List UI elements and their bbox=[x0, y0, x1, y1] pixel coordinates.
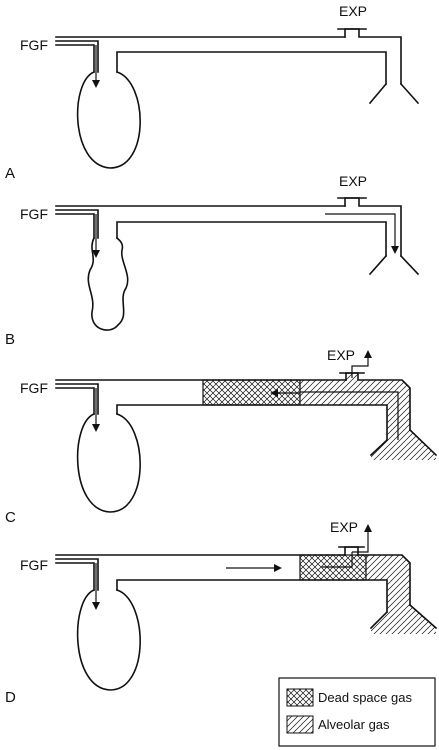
exhaust-arrow bbox=[322, 526, 368, 568]
fgf-label: FGF bbox=[20, 37, 48, 53]
mask bbox=[369, 428, 438, 457]
mask bbox=[368, 254, 420, 276]
flow-arrow bbox=[325, 213, 399, 254]
fgf-line-inner bbox=[55, 44, 95, 73]
panel-letter-d: D bbox=[5, 689, 16, 706]
mask bbox=[368, 82, 420, 105]
tube-bottom-wall bbox=[116, 404, 388, 441]
fgf-line-inner bbox=[55, 213, 95, 239]
fgf-line-inner bbox=[55, 562, 95, 591]
legend-box bbox=[278, 677, 436, 747]
panel-letter-b: B bbox=[5, 331, 15, 348]
fgf-line bbox=[55, 558, 99, 591]
reservoir-bag bbox=[76, 70, 141, 169]
inner-flow-line bbox=[300, 391, 399, 440]
mask bbox=[369, 603, 438, 630]
fgf-label: FGF bbox=[20, 380, 48, 396]
fgf-line bbox=[55, 383, 99, 415]
fgf-line-inner bbox=[55, 387, 95, 415]
panel-d: FGF EXP D bbox=[5, 519, 438, 706]
dead-space-swatch bbox=[286, 688, 314, 707]
fgf-line bbox=[55, 209, 99, 239]
fgf-line bbox=[55, 40, 99, 73]
exp-label: EXP bbox=[330, 519, 358, 535]
alveolar-gas-region bbox=[366, 555, 436, 634]
tube-bottom-wall bbox=[116, 51, 387, 85]
reservoir-bag bbox=[76, 588, 141, 691]
tube-bottom-wall bbox=[116, 221, 387, 257]
alveolar-swatch bbox=[286, 715, 314, 734]
legend: Dead space gas Alveolar gas bbox=[278, 677, 436, 747]
reservoir-bag bbox=[76, 412, 141, 513]
reservoir-bag-collapsed bbox=[87, 236, 129, 331]
alveolar-gas-region bbox=[300, 373, 436, 460]
exp-valve bbox=[344, 197, 402, 257]
fgf-label: FGF bbox=[20, 206, 48, 222]
legend-alveolar-label: Alveolar gas bbox=[318, 717, 390, 732]
panel-letter-a: A bbox=[5, 165, 15, 182]
panel-b: FGF EXP B bbox=[5, 173, 420, 348]
legend-dead-space-label: Dead space gas bbox=[318, 690, 412, 705]
fgf-label: FGF bbox=[20, 557, 48, 573]
tube-bottom-wall bbox=[116, 579, 388, 613]
panel-a: FGF EXP A bbox=[5, 3, 420, 182]
exp-label: EXP bbox=[327, 347, 355, 363]
exp-label: EXP bbox=[339, 173, 367, 189]
exhaust-arrow bbox=[351, 350, 372, 378]
panel-c: FGF EXP C bbox=[5, 347, 438, 526]
exp-label: EXP bbox=[339, 3, 367, 19]
panel-letter-c: C bbox=[5, 509, 16, 526]
exp-valve bbox=[344, 28, 402, 85]
